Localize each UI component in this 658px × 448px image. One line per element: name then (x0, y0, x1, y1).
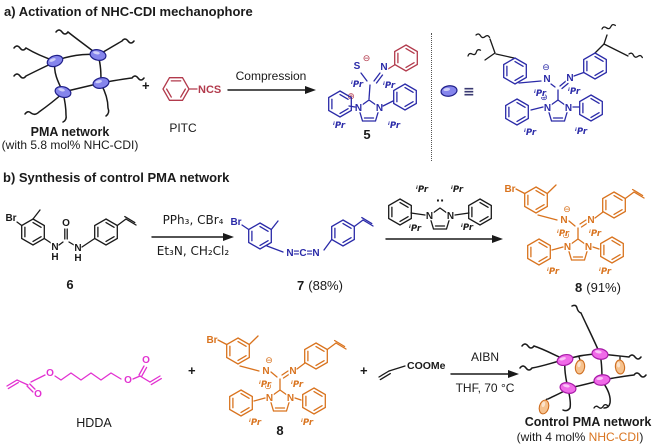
subcaption-nhc-cdi: NHC-CDI (588, 430, 640, 444)
crosslink-ellipse (555, 352, 575, 368)
atom-label: N (565, 103, 572, 114)
compound-8-bottom-caption: 8 (276, 423, 284, 438)
crosslink-ellipse (45, 52, 65, 70)
ipr-label: ⁱPr (416, 185, 429, 195)
ipr-label: ⁱPr (568, 87, 581, 97)
compound-8-caption: 8(91%) (556, 280, 640, 295)
ipr-label: ⁱPr (534, 89, 547, 99)
atom-label: O (142, 355, 150, 366)
pitc-caption: PITC (169, 121, 197, 135)
ipr-label: ⁱPr (524, 128, 537, 138)
plus-sign: + (360, 363, 368, 378)
atom-label: N (426, 211, 433, 222)
atom-label: H (74, 253, 81, 264)
plus-sign: + (188, 363, 196, 378)
pma-network-subcaption: (with 5.8 mol% NHC-CDI) (1, 138, 139, 152)
pma-network-caption: PMA network (30, 125, 110, 139)
panel-b-title: b) Synthesis of control PMA network (3, 170, 230, 185)
structure-compound-6: Br N H O N H (4, 209, 137, 265)
pendant-nhc-cdi (537, 398, 551, 416)
arrow1-reagents-bottom: Et₃N, CH₂Cl₂ (156, 244, 230, 258)
atom-label: S (354, 61, 361, 72)
structure-pma-network (13, 29, 145, 123)
plus-sign: + (142, 78, 150, 93)
atom-label: N (74, 243, 81, 254)
compound-7-yield: (88%) (308, 278, 343, 293)
atom-label: N (51, 242, 58, 253)
ipr-label: ⁱPr (383, 81, 396, 91)
atom-label: N (447, 211, 454, 222)
atom-label: N (380, 62, 387, 73)
crosslink-ellipse (53, 84, 73, 100)
structure-compound-8-top (500, 176, 658, 281)
subcaption-prefix: (with 4 mol% (516, 430, 589, 444)
crosslink-ellipse (590, 346, 610, 362)
structure-hdda: O O O O (6, 354, 162, 401)
crosslink-ellipse (592, 373, 612, 387)
structure-compound-8-bottom (202, 327, 360, 432)
structure-polymer-nhc-cdi: N ⊖ N N N ⊕ ⁱPr ⁱPr ⁱPr ⁱPr (466, 23, 644, 139)
control-network-caption: Control PMA network (524, 415, 652, 429)
charge-minus: ⊖ (363, 54, 371, 64)
pendant-nhc-cdi (614, 359, 626, 375)
structure-compound-5: ⊖ ⊕ S N N N ⁱPr ⁱPr ⁱPr ⁱPr (328, 44, 418, 132)
panel-a-title: a) Activation of NHC-CDI mechanophore (4, 4, 253, 19)
atom-label: N (376, 103, 383, 114)
charge-plus: ⊕ (540, 93, 548, 103)
ipr-label: ⁱPr (461, 223, 474, 233)
reaction-arrow-3 (450, 370, 519, 378)
atom-label: N (543, 74, 550, 85)
atom-label: O (46, 368, 54, 379)
crosslink-ellipse (439, 84, 459, 98)
compound-5-caption: 5 (363, 127, 371, 142)
compound-7-number: 7 (297, 278, 305, 293)
atom-label: O (124, 375, 132, 386)
reaction-arrow-1 (151, 233, 234, 241)
ipr-label: ⁱPr (388, 121, 401, 131)
arrow1-reagents-top: PPh₃, CBr₄ (162, 213, 224, 227)
lone-pair-dots: ·· (436, 194, 444, 207)
atom-label: O (34, 389, 42, 400)
equivalence-symbol: ≡ (463, 84, 475, 100)
crosslink-ellipse (91, 75, 111, 91)
charge-minus: ⊖ (542, 63, 550, 73)
coome-label: COOMe (407, 360, 446, 372)
ipr-label: ⁱPr (409, 224, 422, 234)
subcaption-suffix: ) (639, 430, 644, 444)
compression-label: Compression (235, 69, 307, 83)
structure-control-pma-network (519, 304, 647, 416)
atom-label: N (566, 73, 573, 84)
arrow3-reagent-bottom: THF, 70 °C (455, 381, 515, 395)
ncn-label: N=C=N (286, 248, 319, 259)
compound-6-caption: 6 (66, 277, 74, 292)
reaction-arrow-compression (227, 86, 316, 94)
arrow3-reagent-top: AIBN (470, 350, 499, 364)
structure-methyl-acrylate: COOMe (378, 359, 447, 381)
hdda-caption: HDDA (76, 416, 112, 430)
ncs-label: NCS (198, 84, 221, 96)
structure-nhc-ipr: ·· N N ⁱPr ⁱPr ⁱPr ⁱPr (388, 184, 492, 235)
atom-label: O (62, 218, 70, 229)
atom-label: Br (5, 213, 16, 224)
ipr-label: ⁱPr (575, 127, 588, 137)
ipr-label: ⁱPr (451, 185, 464, 195)
atom-label: H (51, 252, 58, 263)
atom-label: N (355, 103, 362, 114)
compound-7-caption: 7(88%) (285, 278, 355, 293)
ipr-label: ⁱPr (333, 121, 346, 131)
atom-label: N (544, 103, 551, 114)
structure-pitc: NCS (162, 77, 222, 101)
compound-8-number: 8 (575, 280, 583, 295)
ipr-label: ⁱPr (351, 80, 364, 90)
structure-compound-7: Br N=C=N (229, 216, 374, 260)
legend-ellipse-definition: ≡ (439, 84, 475, 100)
pendant-nhc-cdi (573, 358, 587, 376)
compound-8-yield: (91%) (586, 280, 621, 295)
reaction-arrow-2 (385, 235, 503, 243)
crosslink-ellipse (88, 47, 108, 63)
atom-label: Br (230, 217, 241, 228)
control-network-subcaption: (with 4 mol% NHC-CDI) (502, 430, 658, 444)
section-divider (431, 33, 432, 161)
